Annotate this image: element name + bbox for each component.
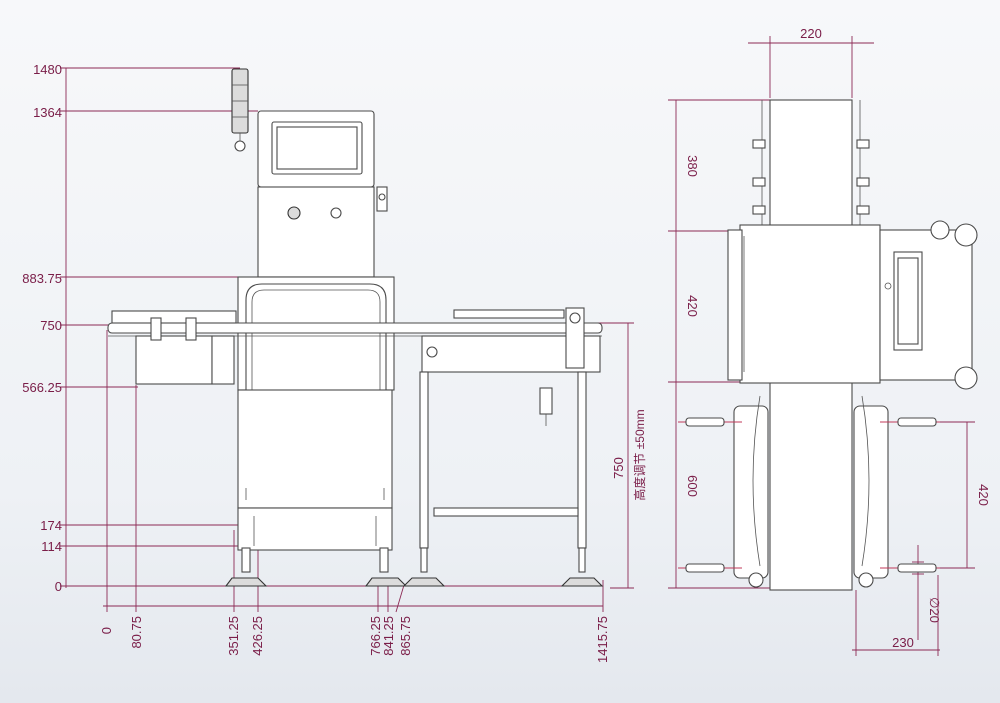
width-label-841-25: 841.25 bbox=[381, 616, 396, 656]
front-right-height-dimension: 750 高度调节 ±50mm bbox=[596, 322, 647, 589]
side-dim-420-left: 420 bbox=[685, 295, 700, 317]
height-label-1364: 1364 bbox=[33, 105, 62, 120]
height-label-883-75: 883.75 bbox=[22, 271, 62, 286]
width-label-0: 0 bbox=[99, 627, 114, 634]
diameter-label: ∅20 bbox=[927, 597, 942, 623]
front-view-machine bbox=[107, 68, 604, 587]
height-label-566-25: 566.25 bbox=[22, 380, 62, 395]
top-width-label: 220 bbox=[800, 26, 822, 41]
width-label-80-75: 80.75 bbox=[129, 616, 144, 649]
side-view-machine bbox=[678, 99, 978, 591]
width-label-766-25: 766.25 bbox=[368, 616, 383, 656]
side-dim-600: 600 bbox=[685, 475, 700, 497]
height-label-1480: 1480 bbox=[33, 62, 62, 77]
width-label-426-25: 426.25 bbox=[250, 616, 265, 656]
front-width-dimensions: 0 80.75 351.25 426.25 766.25 841.25 865.… bbox=[99, 330, 610, 663]
height-label-174: 174 bbox=[40, 518, 62, 533]
side-view-dimensions: 220 380 420 600 420 ∅20 230 bbox=[668, 26, 991, 656]
height-adjust-note: 高度调节 ±50mm bbox=[632, 409, 647, 500]
front-height-dimensions: 1480 1364 883.75 750 566.25 174 114 0 bbox=[22, 62, 600, 594]
width-label-865-75: 865.75 bbox=[398, 616, 413, 656]
right-height-label: 750 bbox=[611, 457, 626, 479]
width-label-1415-75: 1415.75 bbox=[595, 616, 610, 663]
bottom-width-label: 230 bbox=[892, 635, 914, 650]
side-dim-380: 380 bbox=[685, 155, 700, 177]
height-label-0: 0 bbox=[55, 579, 62, 594]
height-label-114: 114 bbox=[41, 539, 62, 554]
height-label-750: 750 bbox=[40, 318, 62, 333]
width-label-351-25: 351.25 bbox=[226, 616, 241, 656]
side-dim-420-right: 420 bbox=[976, 484, 991, 506]
